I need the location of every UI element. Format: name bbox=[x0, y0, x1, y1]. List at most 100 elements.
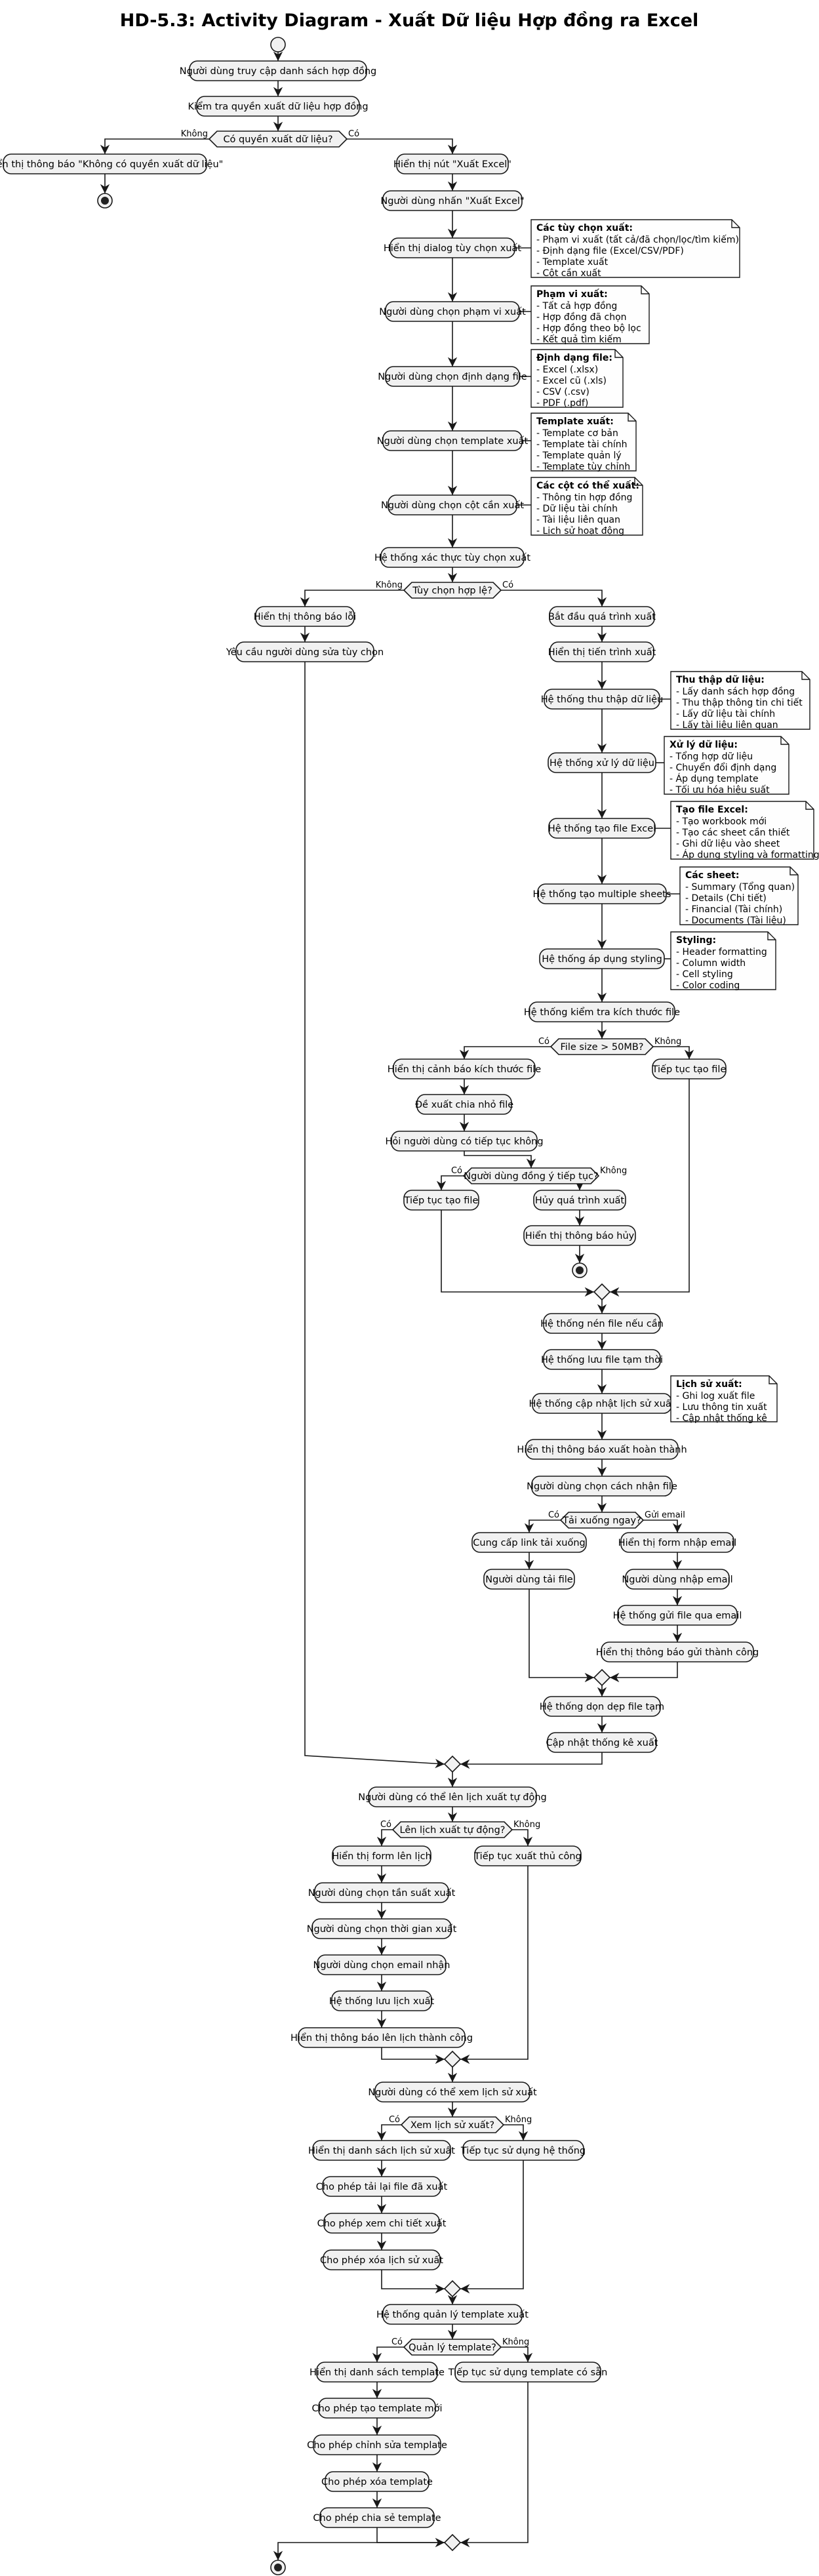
note-line: - Excel cũ (.xls) bbox=[536, 376, 607, 386]
note-line: - Excel (.xlsx) bbox=[536, 365, 598, 375]
activity-a35: Người dùng tải file bbox=[483, 1569, 575, 1590]
activity-a45: Người dùng chọn thời gian xuất bbox=[307, 1918, 457, 1939]
activity-a41: Cập nhật thống kê xuất bbox=[546, 1732, 658, 1753]
activity-label: Kiểm tra quyền xuất dữ liệu hợp đồng bbox=[188, 101, 368, 112]
activity-label: Tiếp tục tạo file bbox=[404, 1195, 479, 1206]
note-line: - Financial (Tài chính) bbox=[685, 904, 782, 915]
activity-a1: Người dùng truy cập danh sách hợp đồng bbox=[180, 60, 376, 81]
activity-label: Hiển thị thông báo "Không có quyền xuất … bbox=[0, 159, 223, 170]
activity-a34: Cung cấp link tải xuống bbox=[471, 1532, 587, 1553]
activity-a37: Người dùng nhập email bbox=[622, 1569, 733, 1590]
note-title: Phạm vi xuất: bbox=[536, 289, 608, 300]
note-line: - Lịch sử hoạt động bbox=[536, 526, 624, 536]
activity-label: Hiển thị dialog tùy chọn xuất bbox=[384, 243, 522, 254]
note-line: - Tài liệu liên quan bbox=[536, 515, 620, 525]
activity-label: Cho phép chỉnh sửa template bbox=[307, 2440, 447, 2451]
activity-label: Cho phép chia sẻ template bbox=[313, 2513, 441, 2524]
note-line: - Template xuất bbox=[536, 257, 609, 268]
note-line: - Lấy tài liệu liên quan bbox=[676, 720, 778, 731]
activity-label: Người dùng truy cập danh sách hợp đồng bbox=[180, 66, 376, 77]
note-title: Các cột có thể xuất: bbox=[536, 480, 639, 491]
note-line: - Column width bbox=[676, 958, 746, 969]
activity-a39: Hiển thị thông báo gửi thành công bbox=[596, 1641, 759, 1662]
activity-label: Tiếp tục tạo file bbox=[652, 1064, 727, 1075]
note-line: - Kết quả tìm kiếm bbox=[536, 334, 622, 345]
note-line: - Header formatting bbox=[676, 947, 767, 957]
end-node bbox=[572, 1262, 588, 1278]
note-line: - Hợp đồng đã chọn bbox=[536, 312, 627, 323]
branch-label-left: Có bbox=[391, 2337, 403, 2347]
activity-a14: Bắt đầu quá trình xuất bbox=[548, 606, 656, 627]
note-line: - Định dạng file (Excel/CSV/PDF) bbox=[536, 246, 684, 256]
note-title: Thu thập dữ liệu: bbox=[676, 675, 765, 685]
nodes: Người dùng truy cập danh sách hợp đồngKi… bbox=[0, 37, 819, 2575]
note-title: Tạo file Excel: bbox=[676, 805, 748, 815]
activity-a50: Người dùng có thể xem lịch sử xuất bbox=[368, 2082, 537, 2103]
note-line: - Template cơ bản bbox=[536, 428, 618, 439]
activity-a49: Tiếp tục xuất thủ công bbox=[473, 1845, 582, 1866]
note-line: - Tối ưu hóa hiệu suất bbox=[669, 784, 770, 795]
activity-label: Người dùng chọn template xuất bbox=[377, 436, 529, 447]
activity-a36: Hiển thị form nhập email bbox=[618, 1532, 737, 1553]
activity-a61: Cho phép chia sẻ template bbox=[313, 2507, 441, 2528]
activity-a21: Hệ thống kiểm tra kích thước file bbox=[524, 1001, 680, 1022]
branch-label-right: Có bbox=[348, 129, 359, 139]
note-n2: Phạm vi xuất:- Tất cả hợp đồng- Hợp đồng… bbox=[530, 285, 650, 345]
note-line: - Cập nhật thống kê bbox=[676, 1413, 767, 1424]
activity-label: Hủy quá trình xuất bbox=[535, 1196, 624, 1206]
activity-label: Hệ thống tạo file Excel bbox=[548, 823, 656, 834]
activity-label: Người dùng chọn cách nhận file bbox=[527, 1481, 677, 1492]
activity-a6: Hiển thị dialog tùy chọn xuất bbox=[384, 237, 522, 258]
activity-label: Hiển thị form nhập email bbox=[618, 1537, 737, 1548]
note-line: - Ghi dữ liệu vào sheet bbox=[676, 839, 780, 849]
note-line: - Summary (Tổng quan) bbox=[685, 881, 795, 893]
note-title: Styling: bbox=[676, 935, 716, 946]
start-node bbox=[270, 37, 286, 52]
decision-d6: Lên lịch xuất tự động? bbox=[391, 1821, 513, 1838]
note-n11: Lịch sử xuất:- Ghi log xuất file- Lưu th… bbox=[670, 1375, 778, 1424]
note-n8: Tạo file Excel:- Tạo workbook mới- Tạo c… bbox=[670, 801, 819, 860]
activity-a29: Hệ thống nén file nếu cần bbox=[540, 1313, 664, 1334]
note-line: - Thu thập thông tin chi tiết bbox=[676, 697, 803, 708]
note-n6: Thu thập dữ liệu:- Lấy danh sách hợp đồn… bbox=[670, 671, 810, 731]
activity-label: Người dùng chọn cột cần xuất bbox=[381, 500, 524, 511]
note-line: - Details (Chi tiết) bbox=[685, 893, 767, 904]
note-title: Các tùy chọn xuất: bbox=[536, 222, 633, 233]
activity-label: Hiển thị cảnh báo kích thước file bbox=[388, 1064, 541, 1075]
activity-label: Hệ thống xác thực tùy chọn xuất bbox=[374, 552, 530, 563]
note-title: Các sheet: bbox=[685, 870, 739, 881]
note-line: - Color coding bbox=[676, 980, 740, 991]
activity-label: Hệ thống xử lý dữ liệu bbox=[549, 757, 654, 769]
activity-label: Người dùng chọn email nhận bbox=[313, 1960, 450, 1971]
decision-label: Tùy chọn hợp lệ? bbox=[412, 586, 492, 596]
decision-label: Quản lý template? bbox=[409, 2343, 496, 2353]
activity-label: Cho phép xóa lịch sử xuất bbox=[320, 2255, 443, 2266]
note-title: Xử lý dữ liệu: bbox=[669, 740, 738, 750]
edges bbox=[100, 51, 694, 2560]
branch-label-right: Không bbox=[513, 1820, 540, 1830]
activity-a10: Người dùng chọn cột cần xuất bbox=[381, 494, 524, 515]
activity-a60: Cho phép xóa template bbox=[321, 2471, 433, 2492]
note-title: Lịch sử xuất: bbox=[676, 1379, 742, 1390]
activity-label: Hiển thị danh sách template bbox=[310, 2367, 445, 2378]
note-n1: Các tùy chọn xuất:- Phạm vi xuất (tất cả… bbox=[530, 219, 740, 279]
activity-a57: Hiển thị danh sách template bbox=[310, 2362, 445, 2383]
note-line: - Tạo workbook mới bbox=[676, 816, 767, 827]
activity-label: Hệ thống tạo multiple sheets bbox=[533, 889, 671, 900]
note-line: - Áp dụng template bbox=[669, 773, 759, 784]
activity-label: Người dùng chọn tần suất xuất bbox=[308, 1888, 456, 1899]
activity-label: Người dùng tải file bbox=[485, 1575, 573, 1585]
end-node bbox=[97, 193, 113, 209]
activity-a30: Hệ thống lưu file tạm thời bbox=[541, 1349, 663, 1370]
activity-label: Hệ thống áp dụng styling bbox=[542, 954, 662, 965]
note-line: - Template quản lý bbox=[536, 451, 622, 461]
activity-label: Tiếp tục sử dụng template có sẵn bbox=[448, 2367, 608, 2378]
activity-label: Hiển thị nút "Xuất Excel" bbox=[393, 159, 511, 170]
activity-label: Hệ thống cập nhật lịch sử xuất bbox=[529, 1398, 675, 1409]
activity-label: Hiển thị thông báo hủy bbox=[525, 1230, 635, 1241]
branch-label-left: Có bbox=[389, 2115, 400, 2125]
activity-label: Hiển thị thông báo xuất hoàn thành bbox=[517, 1444, 687, 1455]
activity-a11: Hệ thống xác thực tùy chọn xuất bbox=[374, 547, 530, 568]
activity-label: Người dùng có thể lên lịch xuất tự động bbox=[358, 1792, 547, 1803]
